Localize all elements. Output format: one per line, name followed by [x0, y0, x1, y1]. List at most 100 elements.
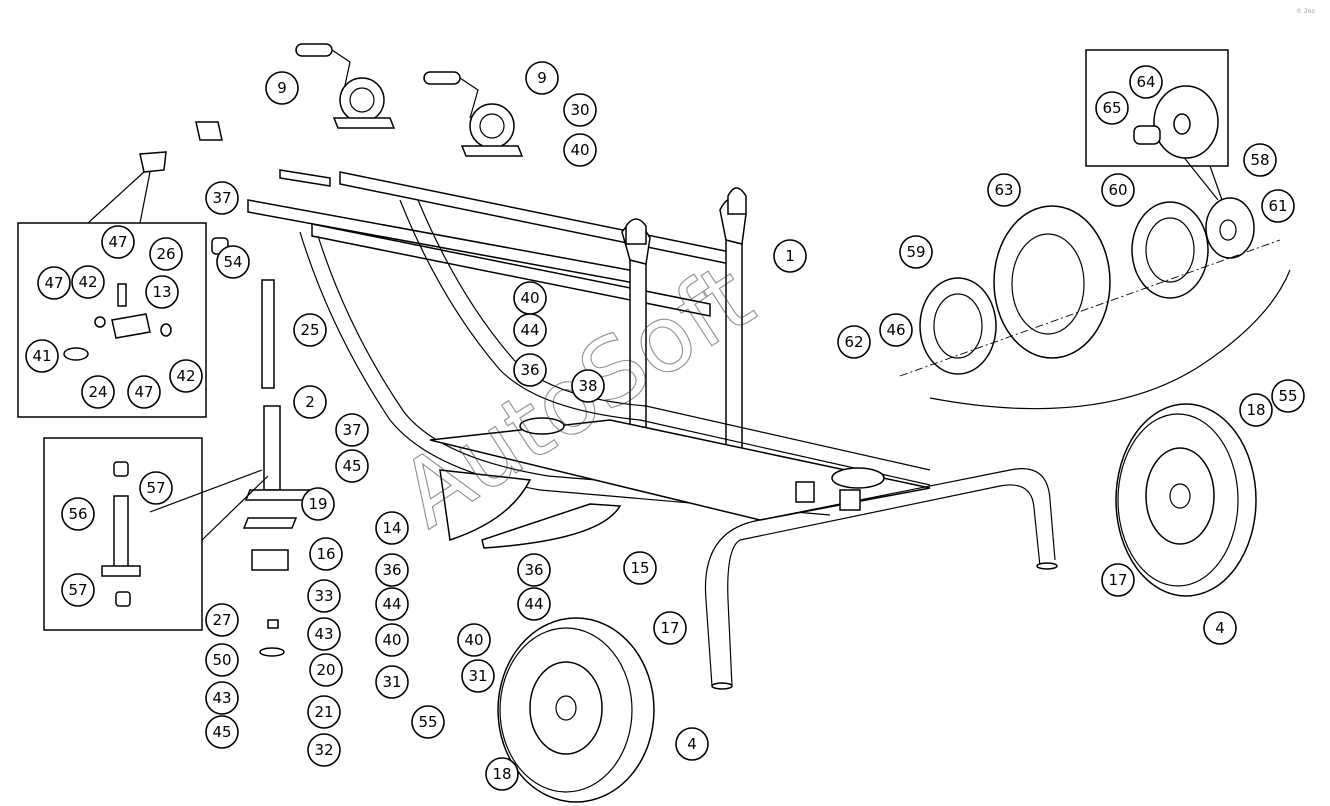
callout-label: 14 [382, 519, 401, 537]
callout-label: 31 [468, 667, 487, 685]
callout-label: 38 [578, 377, 597, 395]
callout-41: 41 [25, 339, 59, 373]
spindle-detail-parts [101, 461, 141, 607]
winch-left [295, 43, 396, 129]
callout-21: 21 [307, 695, 341, 729]
callout-9: 9 [525, 61, 559, 95]
callout-label: 45 [342, 457, 361, 475]
callout-17: 17 [1101, 563, 1135, 597]
callout-label: 47 [134, 383, 153, 401]
callout-54: 54 [216, 245, 250, 279]
callout-label: 20 [316, 661, 335, 679]
callout-label: 19 [308, 495, 327, 513]
callout-59: 59 [899, 235, 933, 269]
callout-30: 30 [563, 93, 597, 127]
callout-40: 40 [375, 623, 409, 657]
callout-18: 18 [485, 757, 519, 791]
callout-36: 36 [517, 553, 551, 587]
callout-18: 18 [1239, 393, 1273, 427]
flap-left [439, 469, 532, 541]
callout-14: 14 [375, 511, 409, 545]
callout-label: 43 [212, 689, 231, 707]
callout-label: 63 [994, 181, 1013, 199]
callout-label: 47 [44, 274, 63, 292]
callout-9: 9 [265, 71, 299, 105]
callout-37: 37 [335, 413, 369, 447]
callout-label: 55 [1278, 387, 1297, 405]
callout-label: 24 [88, 383, 107, 401]
wheel-front-right [1115, 403, 1257, 597]
callout-43: 43 [307, 617, 341, 651]
callout-layer: 9930401375425237451916332743205043214532… [25, 61, 1305, 791]
callout-57: 57 [139, 471, 173, 505]
callout-label: 61 [1268, 197, 1287, 215]
callout-label: 4 [687, 735, 697, 753]
callout-label: 2 [305, 393, 315, 411]
callout-46: 46 [879, 313, 913, 347]
callout-label: 31 [382, 673, 401, 691]
callout-62: 62 [837, 325, 871, 359]
wheel-exploded [899, 197, 1291, 410]
callout-label: 50 [212, 651, 231, 669]
winch-right [423, 71, 524, 157]
callout-36: 36 [375, 553, 409, 587]
callout-label: 58 [1250, 151, 1269, 169]
callout-label: 59 [906, 243, 925, 261]
callout-60: 60 [1101, 173, 1135, 207]
callout-1: 1 [773, 239, 807, 273]
callout-44: 44 [513, 313, 547, 347]
callout-label: 44 [524, 595, 543, 613]
callout-44: 44 [517, 587, 551, 621]
callout-label: 42 [176, 367, 195, 385]
callout-label: 32 [314, 741, 333, 759]
callout-42: 42 [169, 359, 203, 393]
callout-56: 56 [61, 497, 95, 531]
callout-label: 40 [570, 141, 589, 159]
callout-label: 26 [156, 245, 175, 263]
callout-40: 40 [457, 623, 491, 657]
callout-50: 50 [205, 643, 239, 677]
callout-label: 27 [212, 611, 231, 629]
callout-40: 40 [513, 281, 547, 315]
callout-4: 4 [675, 727, 709, 761]
callout-61: 61 [1261, 189, 1295, 223]
callout-57: 57 [61, 573, 95, 607]
caster-assembly [211, 237, 312, 657]
flap-right [481, 503, 622, 549]
callout-58: 58 [1243, 143, 1277, 177]
callout-31: 31 [461, 659, 495, 693]
callout-45: 45 [205, 715, 239, 749]
callout-2: 2 [293, 385, 327, 419]
callout-label: 25 [300, 321, 319, 339]
callout-31: 31 [375, 665, 409, 699]
pivot-yoke [139, 151, 167, 173]
callout-label: 36 [382, 561, 401, 579]
frame [247, 171, 1058, 690]
callout-16: 16 [309, 537, 343, 571]
callout-42: 42 [71, 265, 105, 299]
hub-detail-parts [1133, 85, 1219, 159]
callout-27: 27 [205, 603, 239, 637]
callout-55: 55 [1271, 379, 1305, 413]
callout-label: 40 [382, 631, 401, 649]
callout-17: 17 [653, 611, 687, 645]
callout-label: 54 [223, 253, 242, 271]
callout-15: 15 [623, 551, 657, 585]
callout-64: 64 [1129, 65, 1163, 99]
callout-label: 36 [524, 561, 543, 579]
callout-label: 44 [382, 595, 401, 613]
callout-26: 26 [149, 237, 183, 271]
callout-label: 4 [1215, 619, 1225, 637]
wheel-front-left [497, 617, 655, 803]
callout-label: 36 [520, 361, 539, 379]
callout-33: 33 [307, 579, 341, 613]
callout-13: 13 [145, 275, 179, 309]
callout-25: 25 [293, 313, 327, 347]
callout-label: 1 [785, 247, 795, 265]
callout-label: 42 [78, 273, 97, 291]
callout-label: 55 [418, 713, 437, 731]
callout-label: 62 [844, 333, 863, 351]
callout-label: 46 [886, 321, 905, 339]
callout-label: 47 [108, 233, 127, 251]
